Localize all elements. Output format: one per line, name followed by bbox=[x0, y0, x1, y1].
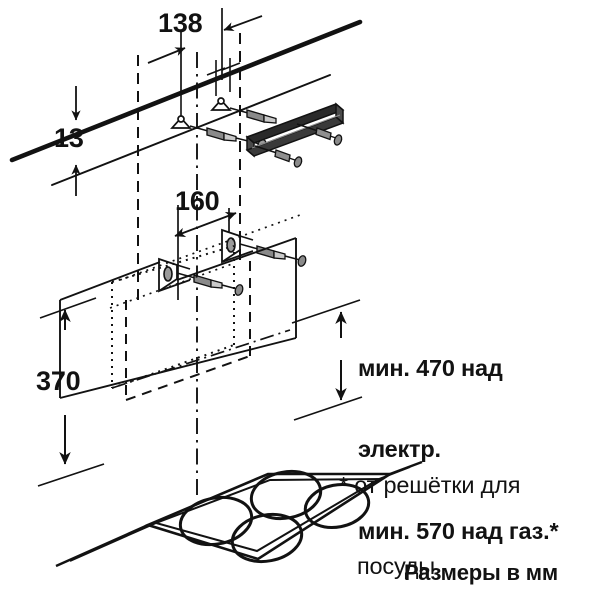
clearance-note: мин. 470 над электр. мин. 570 над газ.* bbox=[358, 300, 559, 600]
dimension-138 bbox=[147, 8, 263, 92]
cooktop-burners bbox=[178, 469, 371, 564]
burner-back-right bbox=[303, 483, 371, 529]
wall-anchor-left bbox=[158, 257, 244, 296]
dimension-label-13: 13 bbox=[54, 123, 84, 153]
upper-screw-right bbox=[229, 107, 277, 124]
burner-front-left bbox=[178, 495, 254, 547]
footnote-line-2: посуды bbox=[357, 553, 435, 580]
ceiling-line bbox=[9, 19, 363, 163]
dimension-clearance bbox=[291, 299, 363, 421]
footnote-line-1: * от решётки для bbox=[339, 471, 521, 498]
upper-mount-points bbox=[170, 97, 232, 129]
footnote: * от решётки для посуды bbox=[339, 417, 520, 600]
ceiling-offset-line bbox=[51, 74, 331, 186]
clearance-note-line-3: мин. 570 над газ.* bbox=[358, 518, 559, 544]
clearance-note-line-2: электр. bbox=[358, 436, 441, 463]
hood-top-ticks bbox=[206, 62, 241, 76]
hood-guides bbox=[137, 33, 241, 300]
anchor-guide-lines bbox=[109, 214, 301, 309]
dimension-370 bbox=[37, 297, 105, 487]
dimension-label-138: 138 bbox=[158, 8, 203, 38]
burner-front-right bbox=[230, 512, 304, 564]
rail-screw-upper bbox=[296, 123, 343, 146]
mounting-rail bbox=[245, 102, 345, 158]
clearance-note-line-1: мин. 470 над bbox=[358, 354, 503, 381]
dimension-label-370: 370 bbox=[36, 366, 81, 396]
wall-anchor-right bbox=[221, 228, 307, 267]
dimension-label-160: 160 bbox=[175, 186, 220, 216]
rail-screw-lower bbox=[254, 145, 303, 168]
units-caption: Размеры в мм bbox=[404, 560, 558, 585]
